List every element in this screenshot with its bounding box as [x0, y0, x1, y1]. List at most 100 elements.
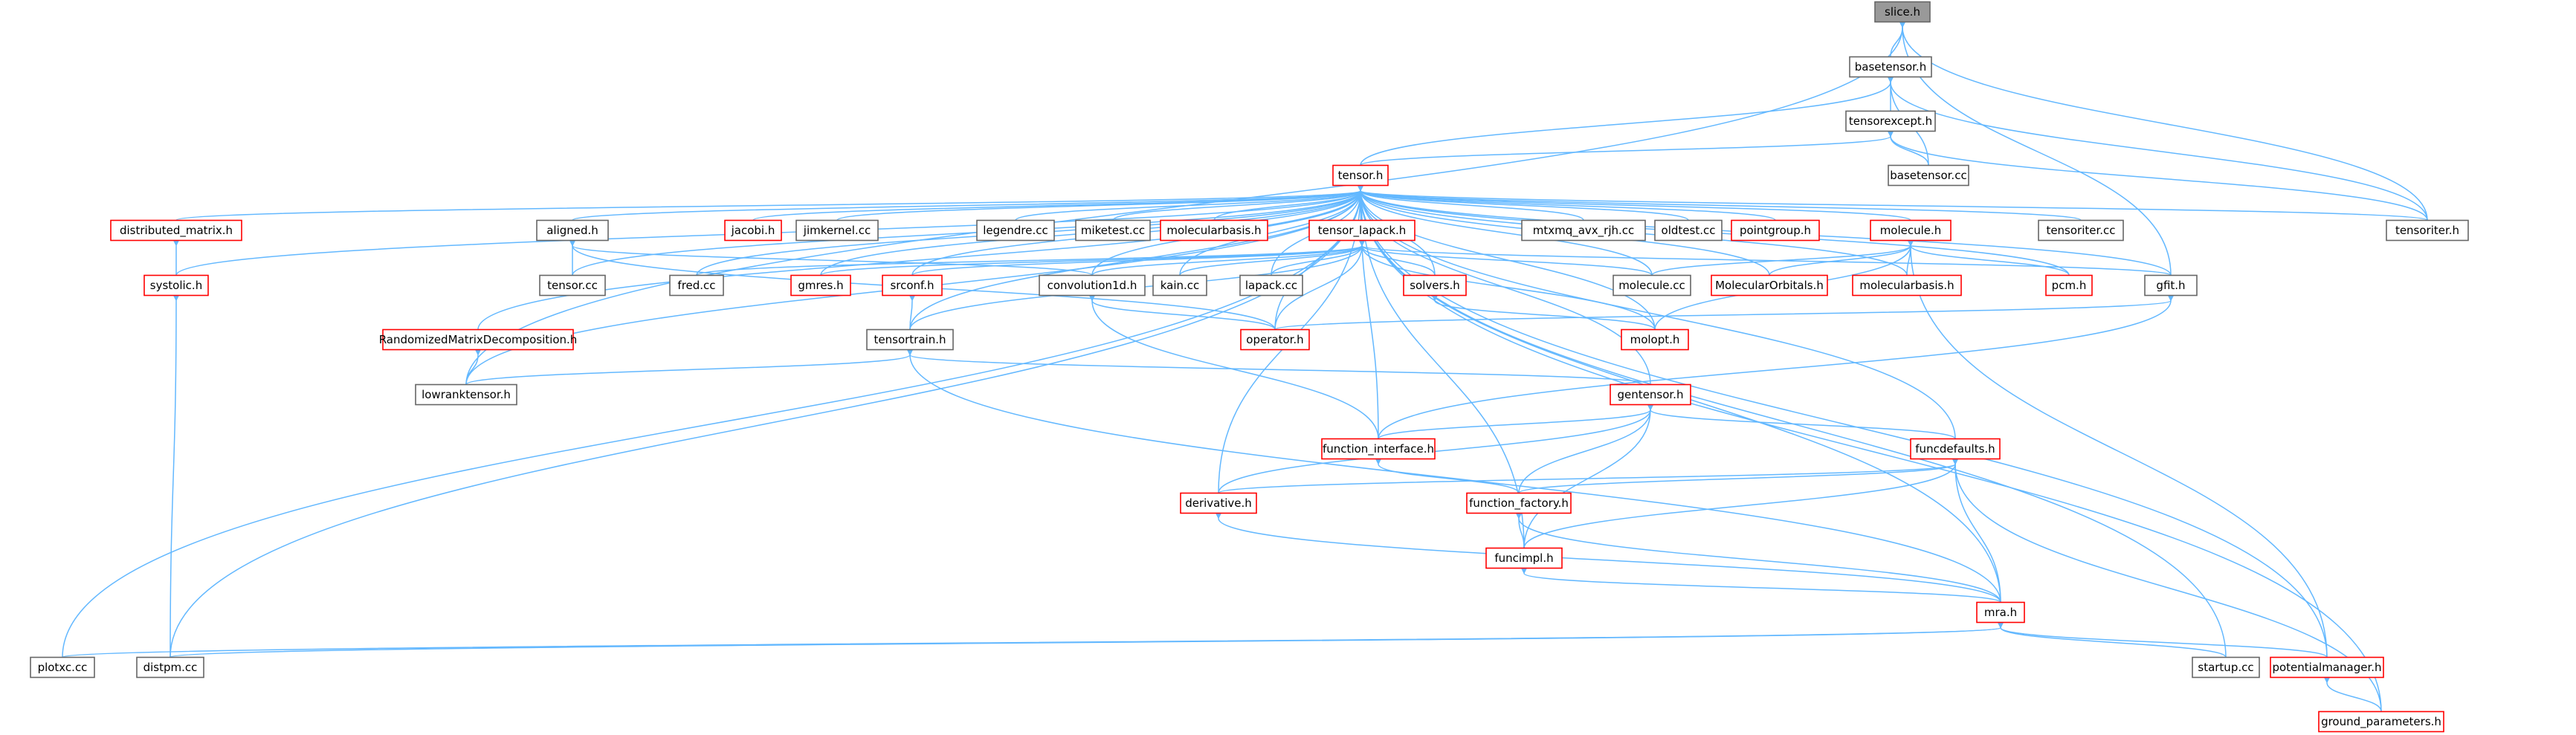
node-box	[1610, 383, 1691, 406]
node-label: jimkernel.cc	[803, 224, 871, 237]
node-box	[136, 656, 204, 679]
node-basetensor-h[interactable]: basetensor.h	[1849, 56, 1932, 78]
node-label: srconf.h	[890, 279, 934, 292]
node-lowranktensor-h[interactable]: lowranktensor.h	[415, 383, 517, 406]
node-box	[669, 274, 724, 297]
node-box	[1239, 274, 1303, 297]
edge-randomized_h-to-tensor_h	[477, 183, 1365, 330]
edge-plotxc_cc-to-tensor_h	[62, 184, 1365, 658]
node-randomized-h[interactable]: RandomizedMatrixDecomposition.h	[379, 328, 578, 351]
node-kain-cc[interactable]: kain.cc	[1152, 274, 1207, 297]
node-label: operator.h	[1246, 333, 1303, 346]
node-jacobi-h[interactable]: jacobi.h	[724, 219, 782, 242]
node-distpm-cc[interactable]: distpm.cc	[136, 656, 204, 679]
node-lapack-cc[interactable]: lapack.cc	[1239, 274, 1303, 297]
node-operator-h[interactable]: operator.h	[1240, 328, 1310, 351]
edge-molopt_h-to-solvers_h	[1430, 293, 1656, 331]
node-gentensor-h[interactable]: gentensor.h	[1610, 383, 1691, 406]
node-box	[2038, 219, 2124, 242]
node-box	[795, 219, 879, 242]
node-box	[724, 219, 782, 242]
node-legendre-cc[interactable]: legendre.cc	[976, 219, 1055, 242]
node-tensorexcept-h[interactable]: tensorexcept.h	[1845, 110, 1936, 132]
node-box	[790, 274, 851, 297]
node-mra-h[interactable]: mra.h	[1976, 601, 2025, 624]
node-box	[1888, 164, 1969, 187]
node-tensoriter-h[interactable]: tensoriter.h	[2386, 219, 2469, 242]
node-box	[415, 383, 517, 406]
node-molecularbasis-h[interactable]: molecularbasis.h	[1852, 274, 1962, 297]
node-jimkernel-cc[interactable]: jimkernel.cc	[795, 219, 879, 242]
node-tensor-lapack-h[interactable]: tensor_lapack.h	[1308, 219, 1415, 242]
node-box	[1240, 328, 1310, 351]
node-molecularorbitals-h[interactable]: MolecularOrbitals.h	[1711, 274, 1828, 297]
node-derivative-h[interactable]: derivative.h	[1180, 492, 1257, 514]
edge-distpm_cc-to-mra_h	[170, 620, 2006, 658]
node-label: tensor.cc	[547, 279, 598, 292]
edge-mra_h-to-funcdefaults_h	[1951, 457, 2001, 603]
edge-startup_cc-to-mra_h	[1996, 620, 2227, 658]
node-label: kain.cc	[1161, 279, 1200, 292]
edge-function_interface_h-to-gfit_h	[1378, 293, 2175, 439]
node-ground-parameters-h[interactable]: ground_parameters.h	[2318, 710, 2444, 733]
edge-molecule_h-to-tensor_h	[1356, 183, 1911, 221]
edge-pointgroup_h-to-tensor_h	[1356, 183, 1776, 221]
edge-molecule_cc-to-tensor_h	[1356, 184, 1653, 276]
edge-operator_h-to-gfit_h	[1274, 293, 2175, 331]
node-gfit-h[interactable]: gfit.h	[2144, 274, 2198, 297]
edge-funcimpl_h-to-function_factory_h	[1514, 511, 1525, 548]
node-fred-cc[interactable]: fred.cc	[669, 274, 724, 297]
node-plotxc-cc[interactable]: plotxc.cc	[30, 656, 95, 679]
node-label: gentensor.h	[1618, 388, 1684, 401]
node-aligned-h[interactable]: aligned.h	[536, 219, 609, 242]
node-label: funcdefaults.h	[1915, 442, 1995, 456]
node-miketest-cc[interactable]: miketest.cc	[1075, 219, 1151, 242]
node-function-interface-h[interactable]: function_interface.h	[1321, 438, 1436, 460]
node-systolic-h[interactable]: systolic.h	[143, 274, 209, 297]
node-tensoriter-cc[interactable]: tensoriter.cc	[2038, 219, 2124, 242]
node-srconf-h[interactable]: srconf.h	[882, 274, 943, 297]
node-slice-h[interactable]: slice.h	[1874, 1, 1931, 23]
node-potentialmanager-h[interactable]: potentialmanager.h	[2270, 656, 2384, 679]
node-box	[1852, 274, 1962, 297]
node-label: lapack.cc	[1245, 279, 1297, 292]
node-funcdefaults-h[interactable]: funcdefaults.h	[1910, 438, 2001, 460]
node-tensor-cc[interactable]: tensor.cc	[539, 274, 606, 297]
node-solvers-h[interactable]: solvers.h	[1403, 274, 1467, 297]
node-label: distributed_matrix.h	[120, 224, 233, 238]
node-label: function_interface.h	[1323, 442, 1434, 456]
node-mtxmq-cc[interactable]: mtxmq_avx_rjh.cc	[1521, 219, 1646, 242]
node-label: solvers.h	[1410, 279, 1460, 292]
edge-fred_cc-to-tensor_lapack_h	[696, 238, 1366, 276]
edge-molecule_cc-to-tensor_lapack_h	[1358, 238, 1653, 276]
node-box	[2045, 274, 2093, 297]
node-molopt-h[interactable]: molopt.h	[1621, 328, 1689, 351]
node-label: oldtest.cc	[1662, 224, 1716, 237]
edge-tensoriter_cc-to-tensor_h	[1356, 183, 2082, 221]
node-tensortrain-h[interactable]: tensortrain.h	[866, 328, 954, 351]
node-box	[536, 219, 609, 242]
node-pcm-h[interactable]: pcm.h	[2045, 274, 2093, 297]
node-pointgroup-h[interactable]: pointgroup.h	[1731, 219, 1820, 242]
node-function-factory-h[interactable]: function_factory.h	[1466, 492, 1572, 514]
node-startup-cc[interactable]: startup.cc	[2192, 656, 2260, 679]
node-box	[1039, 274, 1146, 297]
node-label: distpm.cc	[143, 661, 198, 674]
node-molecule-h[interactable]: molecule.h	[1870, 219, 1952, 242]
node-label: funcimpl.h	[1494, 551, 1553, 565]
node-gmres-h[interactable]: gmres.h	[790, 274, 851, 297]
node-label: tensoriter.h	[2395, 224, 2459, 237]
node-oldtest-cc[interactable]: oldtest.cc	[1654, 219, 1723, 242]
node-tensor-h[interactable]: tensor.h	[1332, 164, 1389, 187]
node-label: plotxc.cc	[38, 661, 88, 674]
node-distributed-matrix-h[interactable]: distributed_matrix.h	[110, 219, 242, 242]
edge-tensoriter_h-to-basetensor_h	[1886, 75, 2428, 221]
edge-function_factory_h-to-funcdefaults_h	[1518, 456, 1960, 494]
node-convolution1d-h[interactable]: convolution1d.h	[1039, 274, 1146, 297]
edge-lowranktensor_h-to-tensortrain_h	[465, 347, 914, 386]
node-molecule-cc[interactable]: molecule.cc	[1613, 274, 1691, 297]
edge-convolution1d_h-to-tensor_lapack_h	[1091, 238, 1366, 276]
node-molecularbasis-h-top[interactable]: molecularbasis.h	[1160, 219, 1268, 242]
node-funcimpl-h[interactable]: funcimpl.h	[1485, 547, 1563, 569]
node-basetensor-cc[interactable]: basetensor.cc	[1888, 164, 1969, 187]
